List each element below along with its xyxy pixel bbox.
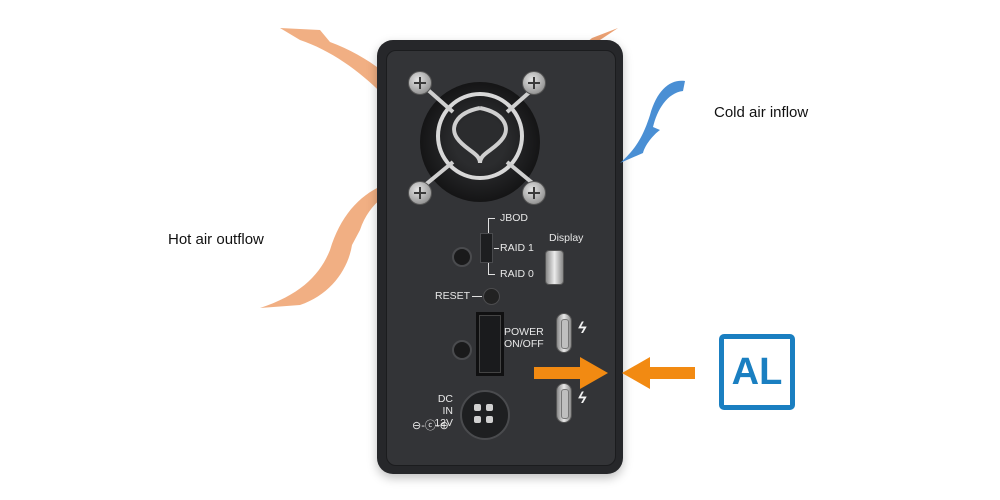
reset-button[interactable] <box>483 288 500 305</box>
screw-icon <box>408 71 432 95</box>
power-switch[interactable] <box>476 312 504 376</box>
display-port[interactable] <box>545 250 564 285</box>
thunderbolt-icon: ϟ <box>578 390 587 407</box>
screw-icon <box>522 181 546 205</box>
reset-label: RESET <box>435 290 471 302</box>
switch-option-jbod: JBOD <box>500 212 529 224</box>
dc-in-port[interactable] <box>460 390 510 440</box>
cold-air-label: Cold air inflow <box>714 104 809 121</box>
jack-hole <box>452 340 472 360</box>
jack-hole <box>452 247 472 267</box>
display-label: Display <box>549 232 584 244</box>
arrow-right <box>534 357 608 389</box>
pointer-arrows <box>534 357 695 389</box>
raid-mode-switch[interactable] <box>480 233 493 263</box>
switch-option-raid1: RAID 1 <box>500 242 534 254</box>
hot-air-arrow-bottom-left <box>260 178 420 308</box>
thunderbolt-icon: ϟ <box>578 320 587 337</box>
fan-grill <box>417 80 543 192</box>
hot-air-label: Hot air outflow <box>168 231 264 248</box>
cold-air-arrow <box>620 80 685 163</box>
dc-in-label: DC IN 12V <box>434 393 453 430</box>
thunderbolt-port-2[interactable] <box>556 383 572 423</box>
power-label: POWER ON/OFF <box>504 326 544 351</box>
al-badge: AL <box>719 334 795 410</box>
switch-option-raid0: RAID 0 <box>500 268 534 280</box>
al-badge-text: AL <box>731 350 783 393</box>
screw-icon <box>522 71 546 95</box>
screw-icon <box>408 181 432 205</box>
thunderbolt-port-1[interactable] <box>556 313 572 353</box>
arrow-left <box>622 357 695 389</box>
polarity-symbol: ⊖-ⓒ-⊕ <box>412 420 449 432</box>
